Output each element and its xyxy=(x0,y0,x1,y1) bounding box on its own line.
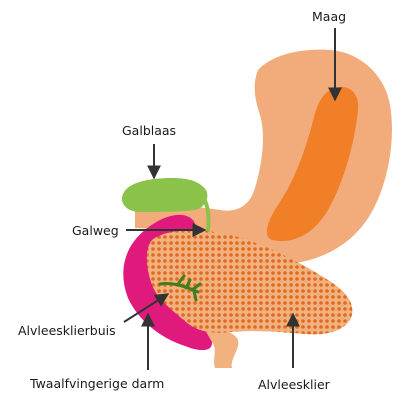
bile-duct-label: Galweg xyxy=(72,223,119,238)
duodenum-label: Twaalfvingerige darm xyxy=(29,376,164,391)
pancreas-label: Alvleesklier xyxy=(258,377,331,392)
pancreatic-duct-label: Alvleesklierbuis xyxy=(18,323,116,338)
gallbladder-shape xyxy=(122,178,207,212)
gallbladder-label: Galblaas xyxy=(122,123,176,138)
stomach-label: Maag xyxy=(312,9,346,24)
intestine-tail-shape xyxy=(205,329,238,368)
